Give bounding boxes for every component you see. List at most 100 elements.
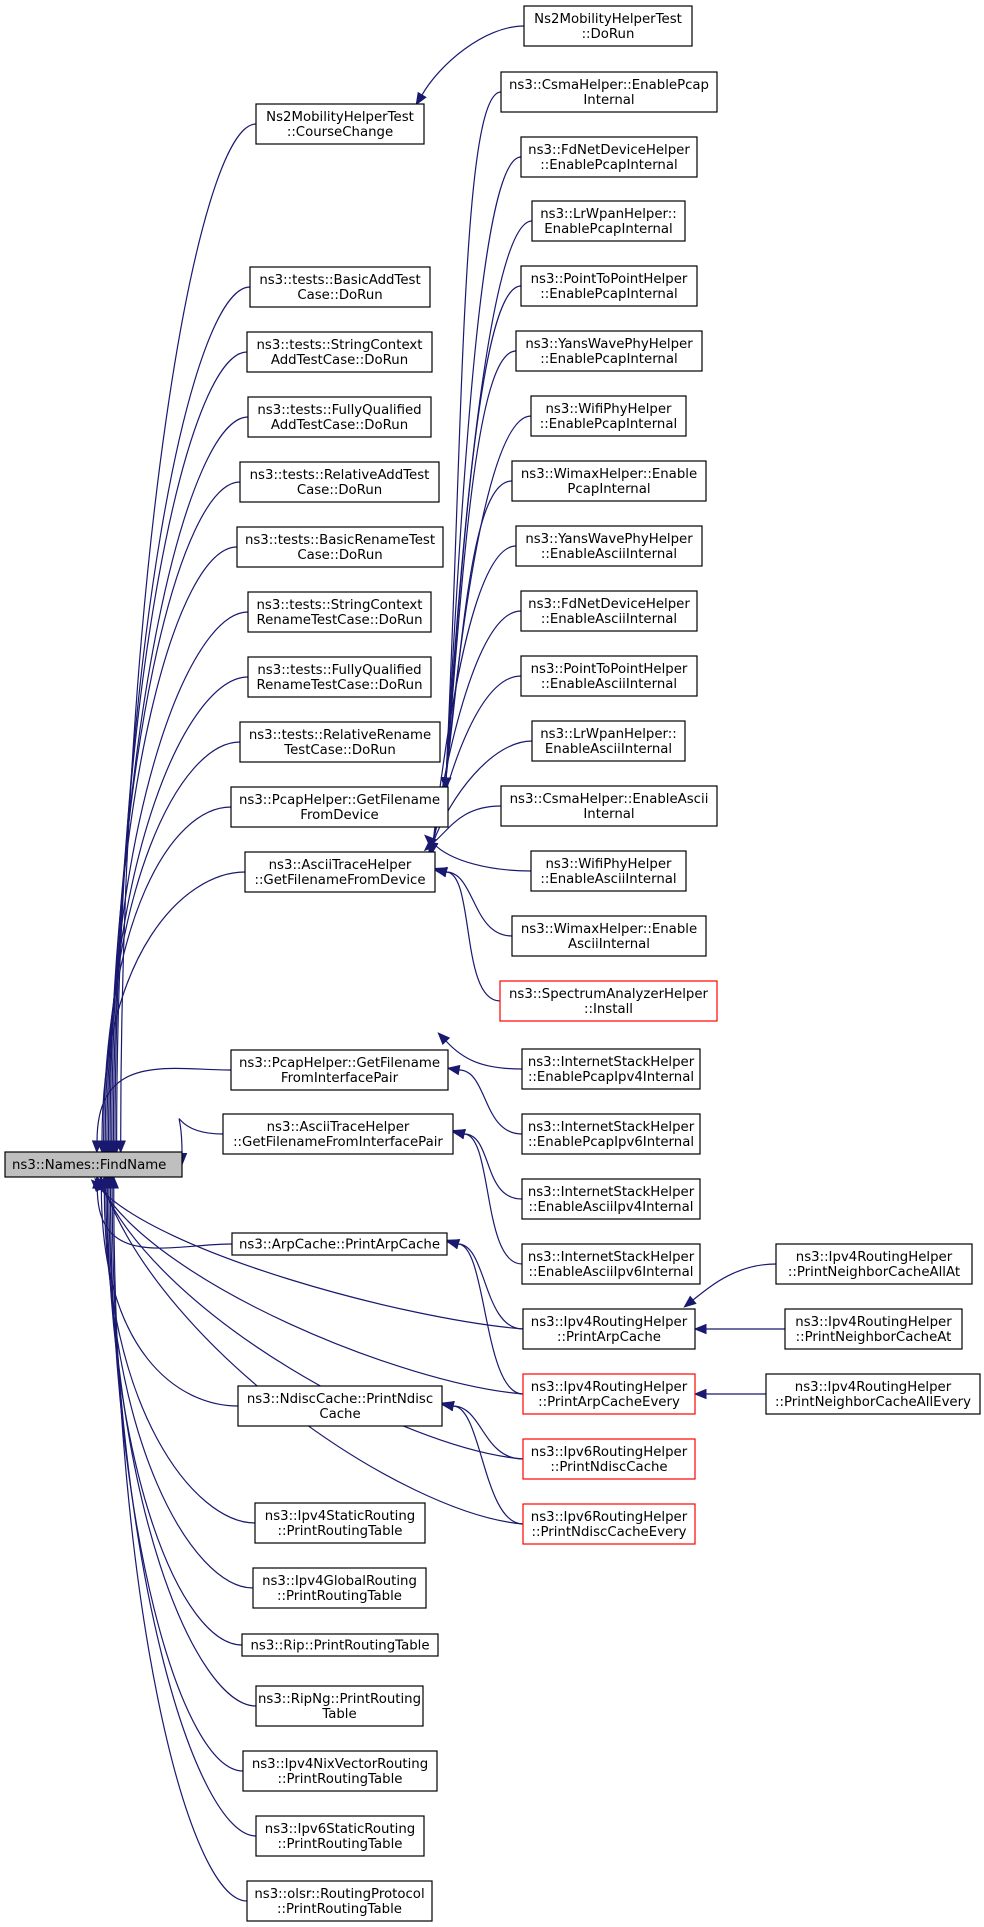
node-box bbox=[231, 1232, 448, 1256]
graph-node-arp[interactable]: ns3::ArpCache::PrintArpCache bbox=[231, 1232, 448, 1256]
node-label-line: ns3::CsmaHelper::EnablePcap bbox=[509, 78, 709, 93]
graph-node-c9[interactable]: ns3::FdNetDeviceHelper::EnableAsciiInter… bbox=[520, 590, 698, 632]
root-node[interactable]: ns3::Names::FindName bbox=[4, 1151, 183, 1178]
graph-node-pace[interactable]: ns3::Ipv4RoutingHelper::PrintArpCacheEve… bbox=[522, 1373, 696, 1415]
graph-node-i1[interactable]: ns3::InternetStackHelper::EnablePcapIpv4… bbox=[521, 1048, 701, 1090]
node-label-line: ns3::NdiscCache::PrintNdisc bbox=[247, 1392, 433, 1407]
graph-node-i4[interactable]: ns3::InternetStackHelper::EnableAsciiIpv… bbox=[521, 1243, 701, 1285]
node-label-line: ns3::tests::BasicRenameTest bbox=[245, 533, 435, 548]
node-label-line: ns3::Ipv4RoutingHelper bbox=[795, 1380, 952, 1395]
node-label-line: ns3::tests::StringContext bbox=[257, 338, 423, 353]
graph-node-r1[interactable]: ns3::Ipv4StaticRouting::PrintRoutingTabl… bbox=[254, 1502, 426, 1544]
edge-t4-to-root bbox=[111, 481, 241, 1142]
edge-pace-to-arp-arrowhead bbox=[446, 1239, 461, 1250]
node-box bbox=[239, 721, 441, 763]
node-box bbox=[522, 1373, 696, 1415]
node-label-line: PcapInternal bbox=[567, 482, 650, 497]
graph-node-r2[interactable]: ns3::Ipv4GlobalRouting::PrintRoutingTabl… bbox=[252, 1567, 427, 1609]
node-label-line: ::DoRun bbox=[582, 27, 635, 42]
graph-node-c15[interactable]: ns3::SpectrumAnalyzerHelper::Install bbox=[499, 980, 718, 1022]
node-label-line: ::PrintNeighborCacheAllEvery bbox=[775, 1395, 971, 1410]
graph-node-c5[interactable]: ns3::YansWavePhyHelper::EnablePcapIntern… bbox=[515, 330, 703, 372]
graph-node-t8[interactable]: ns3::tests::RelativeRenameTestCase::DoRu… bbox=[239, 721, 441, 763]
graph-node-ns2cc[interactable]: Ns2MobilityHelperTest::CourseChange bbox=[255, 103, 425, 145]
graph-node-pcapdev[interactable]: ns3::PcapHelper::GetFilenameFromDevice bbox=[230, 786, 449, 828]
node-label-line: ns3::Ipv4RoutingHelper bbox=[796, 1250, 953, 1265]
node-label-line: ::PrintNdiscCache bbox=[550, 1460, 667, 1475]
graph-node-c12[interactable]: ns3::CsmaHelper::EnableAsciiInternal bbox=[500, 785, 718, 827]
node-box bbox=[246, 331, 433, 373]
node-label-line: ::PrintNeighborCacheAt bbox=[796, 1330, 952, 1345]
graph-node-c10[interactable]: ns3::PointToPointHelper::EnableAsciiInte… bbox=[520, 655, 698, 697]
graph-node-asciiif[interactable]: ns3::AsciiTraceHelper::GetFilenameFromIn… bbox=[222, 1113, 454, 1155]
node-box bbox=[246, 1880, 433, 1922]
node-box bbox=[500, 785, 718, 827]
graph-node-ndisc[interactable]: ns3::NdiscCache::PrintNdiscCache bbox=[237, 1385, 443, 1427]
node-box bbox=[241, 1633, 439, 1657]
node-label-line: Ns2MobilityHelperTest bbox=[266, 110, 414, 125]
graph-node-t7[interactable]: ns3::tests::FullyQualifiedRenameTestCase… bbox=[247, 656, 432, 698]
graph-node-c1[interactable]: ns3::CsmaHelper::EnablePcapInternal bbox=[500, 71, 718, 113]
edge-nall-to-pac-arrowhead bbox=[683, 1295, 697, 1308]
graph-node-c13[interactable]: ns3::WifiPhyHelper::EnableAsciiInternal bbox=[530, 850, 687, 892]
graph-node-i3[interactable]: ns3::InternetStackHelper::EnableAsciiIpv… bbox=[521, 1178, 701, 1220]
graph-node-r5[interactable]: ns3::Ipv4NixVectorRouting::PrintRoutingT… bbox=[242, 1750, 438, 1792]
node-label-line: ::PrintArpCache bbox=[557, 1330, 661, 1345]
node-box bbox=[522, 1438, 696, 1480]
node-box bbox=[520, 590, 698, 632]
graph-node-nalle[interactable]: ns3::Ipv4RoutingHelper::PrintNeighborCac… bbox=[765, 1373, 981, 1415]
graph-node-ns2dorun[interactable]: Ns2MobilityHelperTest::DoRun bbox=[523, 5, 693, 47]
edge-t1-to-root bbox=[116, 286, 251, 1142]
node-box bbox=[511, 460, 707, 502]
graph-node-c14[interactable]: ns3::WimaxHelper::EnableAsciiInternal bbox=[511, 915, 707, 957]
edge-t7-to-root bbox=[106, 676, 249, 1142]
node-label-line: AddTestCase::DoRun bbox=[271, 418, 408, 433]
node-box bbox=[237, 1385, 443, 1427]
graph-node-pnc[interactable]: ns3::Ipv6RoutingHelper::PrintNdiscCache bbox=[522, 1438, 696, 1480]
node-label-line: ::CourseChange bbox=[287, 125, 393, 140]
node-box bbox=[500, 71, 718, 113]
graph-node-pac[interactable]: ns3::Ipv4RoutingHelper::PrintArpCache bbox=[522, 1308, 696, 1350]
graph-node-r4[interactable]: ns3::RipNg::PrintRoutingTable bbox=[255, 1685, 424, 1727]
node-box bbox=[499, 980, 718, 1022]
graph-node-c4[interactable]: ns3::PointToPointHelper::EnablePcapInter… bbox=[520, 265, 698, 307]
graph-node-c2[interactable]: ns3::FdNetDeviceHelper::EnablePcapIntern… bbox=[520, 136, 698, 178]
edge-c4-to-pcapdev bbox=[445, 285, 522, 779]
graph-node-pcapif[interactable]: ns3::PcapHelper::GetFilenameFromInterfac… bbox=[230, 1049, 449, 1091]
graph-node-r7[interactable]: ns3::olsr::RoutingProtocol::PrintRouting… bbox=[246, 1880, 433, 1922]
node-box bbox=[247, 591, 432, 633]
edge-c8-to-asciidev bbox=[432, 545, 517, 844]
node-label-line: ::PrintArpCacheEvery bbox=[538, 1395, 680, 1410]
graph-node-c8[interactable]: ns3::YansWavePhyHelper::EnableAsciiInter… bbox=[515, 525, 703, 567]
node-label-line: ns3::LrWpanHelper:: bbox=[540, 207, 677, 222]
node-label-line: Ns2MobilityHelperTest bbox=[534, 12, 682, 27]
graph-node-nat[interactable]: ns3::Ipv4RoutingHelper::PrintNeighborCac… bbox=[784, 1308, 963, 1350]
node-label-line: ns3::SpectrumAnalyzerHelper bbox=[509, 987, 709, 1002]
node-box bbox=[530, 395, 687, 437]
graph-node-t2[interactable]: ns3::tests::StringContextAddTestCase::Do… bbox=[246, 331, 433, 373]
graph-node-t3[interactable]: ns3::tests::FullyQualifiedAddTestCase::D… bbox=[247, 396, 432, 438]
graph-node-c7[interactable]: ns3::WimaxHelper::EnablePcapInternal bbox=[511, 460, 707, 502]
graph-node-t6[interactable]: ns3::tests::StringContextRenameTestCase:… bbox=[247, 591, 432, 633]
graph-node-c3[interactable]: ns3::LrWpanHelper::EnablePcapInternal bbox=[531, 200, 686, 242]
graph-node-asciidev[interactable]: ns3::AsciiTraceHelper::GetFilenameFromDe… bbox=[244, 851, 436, 893]
graph-node-c11[interactable]: ns3::LrWpanHelper::EnableAsciiInternal bbox=[531, 720, 686, 762]
edge-i3-to-asciiif bbox=[463, 1133, 523, 1200]
node-label-line: Cache bbox=[319, 1407, 360, 1422]
edge-i4-to-asciiif bbox=[463, 1133, 523, 1265]
graph-node-r6[interactable]: ns3::Ipv6StaticRouting::PrintRoutingTabl… bbox=[255, 1815, 425, 1857]
graph-node-c6[interactable]: ns3::WifiPhyHelper::EnablePcapInternal bbox=[530, 395, 687, 437]
node-label-line: ns3::tests::RelativeAddTest bbox=[250, 468, 430, 483]
graph-node-pnce[interactable]: ns3::Ipv6RoutingHelper::PrintNdiscCacheE… bbox=[522, 1503, 696, 1545]
node-label-line: ::EnablePcapIpv6Internal bbox=[528, 1135, 694, 1150]
node-label-line: ns3::LrWpanHelper:: bbox=[540, 727, 677, 742]
graph-node-r3[interactable]: ns3::Rip::PrintRoutingTable bbox=[241, 1633, 439, 1657]
graph-node-nall[interactable]: ns3::Ipv4RoutingHelper::PrintNeighborCac… bbox=[775, 1243, 973, 1285]
graph-node-i2[interactable]: ns3::InternetStackHelper::EnablePcapIpv6… bbox=[521, 1113, 701, 1155]
node-label-line: ns3::Names::FindName bbox=[12, 1158, 166, 1173]
node-label-line: ::EnableAsciiIpv6Internal bbox=[529, 1265, 694, 1280]
edge-r4-to-root bbox=[108, 1187, 257, 1707]
